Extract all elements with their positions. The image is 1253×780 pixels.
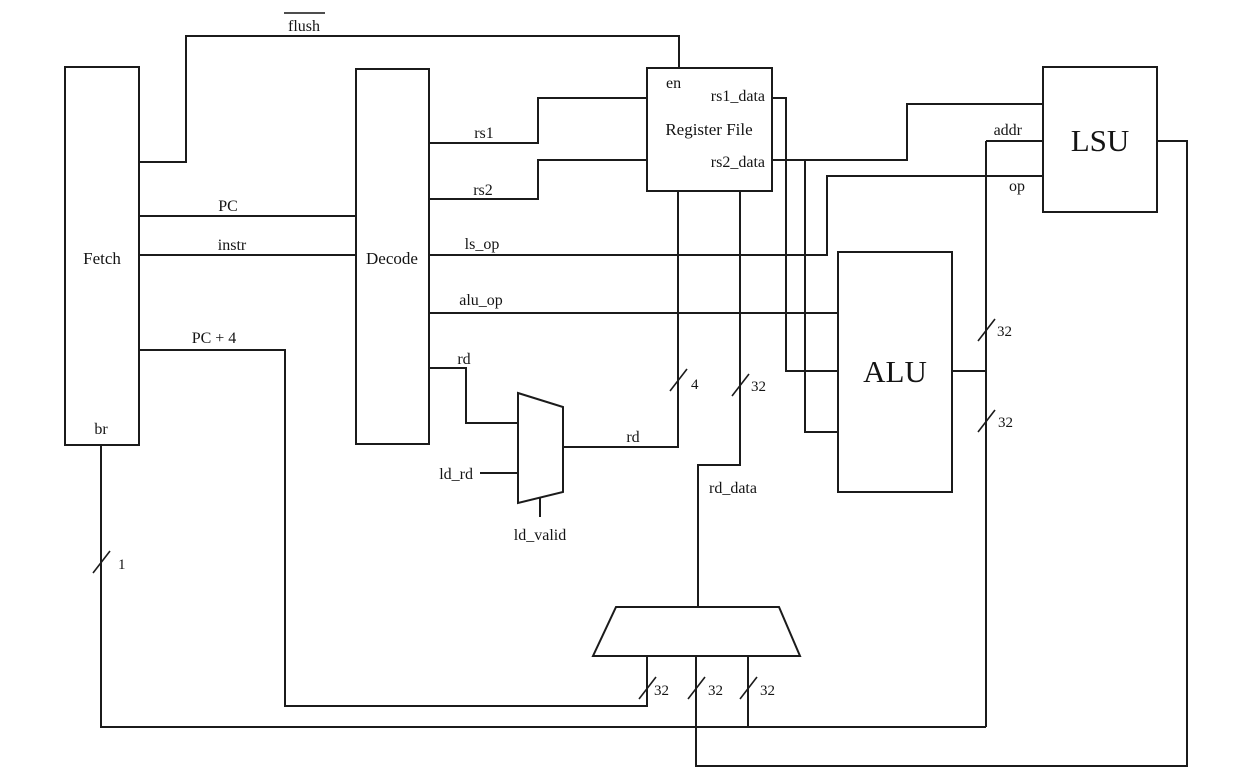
bus-width-slash-br <box>92 550 111 574</box>
bus-width-slash-alu-wb <box>977 409 996 433</box>
bus-width-slash-addr <box>977 318 996 342</box>
register-file-block <box>646 67 773 192</box>
wire-rs1 <box>429 97 647 144</box>
bus-width-rd-data: 32 <box>751 379 766 395</box>
wire-rs1-data <box>772 97 838 372</box>
wire-br-feedback <box>100 445 986 728</box>
rs1-label: rs1 <box>474 125 494 142</box>
decode-block <box>355 68 430 445</box>
lsu-block <box>1042 66 1158 213</box>
bus-width-wb-ld: 32 <box>708 683 723 699</box>
rd-label: rd <box>457 351 470 368</box>
instr-label: instr <box>218 237 247 254</box>
wire-rs2 <box>429 159 647 200</box>
rs1-data-port-label: rs1_data <box>711 88 765 105</box>
bus-width-alu-addr: 32 <box>997 324 1012 340</box>
rs2-data-port-label: rs2_data <box>711 154 765 171</box>
fetch-block <box>64 66 140 446</box>
bus-width-slash-wb-alu <box>739 676 758 700</box>
wire-ls-op <box>429 175 1043 256</box>
alu-op-label: alu_op <box>459 292 503 309</box>
bus-width-slash-rd <box>669 368 688 392</box>
rs2-label: rs2 <box>473 182 493 199</box>
bus-width-rd: 4 <box>691 377 699 393</box>
ld-rd-label: ld_rd <box>439 466 473 483</box>
rd-select-mux <box>517 391 564 505</box>
bus-width-slash-rd-data <box>731 373 750 397</box>
wire-rd-decode <box>429 367 518 424</box>
ls-op-label: ls_op <box>465 236 500 253</box>
lsu-label: LSU <box>1071 123 1130 158</box>
wire-lsu-return <box>695 140 1188 767</box>
writeback-mux <box>591 606 802 657</box>
bus-width-alu-wb: 32 <box>998 415 1013 431</box>
alu-block <box>837 251 953 493</box>
bus-width-wb-pc4: 32 <box>654 683 669 699</box>
fetch-label: Fetch <box>83 249 121 268</box>
bus-width-br: 1 <box>118 557 126 573</box>
ld-valid-label: ld_valid <box>514 527 566 544</box>
alu-label: ALU <box>863 354 927 389</box>
bus-width-slash-wb-ld <box>687 676 706 700</box>
bus-width-wb-alu: 32 <box>760 683 775 699</box>
wire-rs2-data <box>772 103 1043 161</box>
br-port-label: br <box>94 421 108 438</box>
op-port-label: op <box>1009 178 1025 195</box>
flush-label: flush <box>288 18 320 35</box>
wire-rs2-data-alu-branch <box>804 160 838 433</box>
rd-mux-out-label: rd <box>626 429 639 446</box>
rd-data-label: rd_data <box>709 480 757 497</box>
addr-port-label: addr <box>994 122 1023 139</box>
bus-width-slash-wb-pc4 <box>638 676 657 700</box>
en-port-label: en <box>666 75 681 92</box>
wire-rd-data <box>697 191 741 607</box>
wire-rd-mux-out <box>563 191 679 448</box>
decode-label: Decode <box>366 249 418 268</box>
register-file-label: Register File <box>665 120 752 139</box>
wire-flush <box>139 35 680 163</box>
pc-plus-4-label: PC + 4 <box>192 330 237 347</box>
pc-label: PC <box>218 198 238 215</box>
